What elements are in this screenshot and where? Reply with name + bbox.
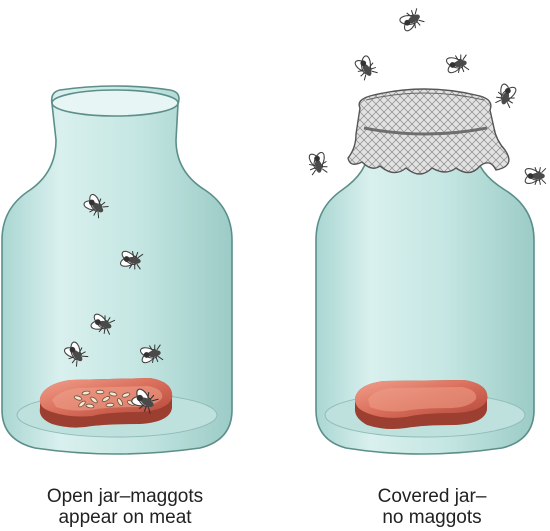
covered-jar: [306, 7, 546, 454]
fly-icon: [351, 52, 379, 81]
fly-icon: [493, 81, 519, 109]
covered-jar-caption: Covered jar– no maggots: [314, 486, 550, 528]
jar-mouth: [52, 90, 178, 116]
gauze-cover-icon: [348, 89, 509, 174]
fly-icon: [306, 150, 329, 176]
fly-icon: [444, 53, 470, 76]
maggot-icon: [106, 403, 114, 407]
open-jar-caption-line-2: appear on meat: [0, 507, 250, 528]
fly-icon: [396, 7, 425, 35]
fly-icon: [523, 166, 546, 186]
covered-jar-caption-line-1: Covered jar–: [314, 486, 550, 507]
open-jar-caption-line-1: Open jar–maggots: [0, 486, 250, 507]
covered-jar-caption-line-2: no maggots: [314, 507, 550, 528]
open-jar: [2, 86, 232, 454]
open-jar-caption: Open jar–maggots appear on meat: [0, 486, 250, 528]
maggot-icon: [96, 390, 104, 394]
meat-icon: [355, 380, 487, 429]
